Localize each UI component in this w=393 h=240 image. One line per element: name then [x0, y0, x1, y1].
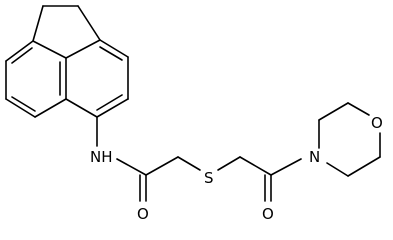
- s-label: S: [204, 169, 214, 187]
- bond-c1-c3: [5, 40, 34, 62]
- bond-c8-c9a: [65, 98, 98, 118]
- bond-c2-c6-inner: [99, 46, 123, 61]
- bond-ch2-carbonyl2: [239, 156, 272, 176]
- bond-c7-c8-inner: [96, 94, 123, 111]
- bond-s-ch2: [217, 156, 241, 171]
- bond-c-n-lower: [326, 162, 349, 177]
- bond-carbonyl2-n: [270, 158, 302, 176]
- chemical-structure-diagram: NH S O O N O: [5, 5, 383, 223]
- bond-carbonyl-ch2: [145, 156, 179, 176]
- nh-label: NH: [90, 148, 113, 166]
- bond-c-right-c: [347, 156, 381, 177]
- bond-nh-carbonyl: [116, 158, 147, 176]
- bond-c-upper-c: [318, 102, 349, 121]
- bond-c4-c5-inner: [11, 96, 36, 112]
- bond-ch2-c1: [32, 5, 44, 42]
- bond-c1-c9b: [32, 40, 67, 59]
- bond-c-o-upper: [347, 102, 370, 116]
- bond-ch2-c2: [77, 5, 101, 41]
- bond-ch2-s: [177, 156, 201, 171]
- morpholine-n-label: N: [309, 148, 320, 166]
- bond-c2-c6: [99, 39, 129, 58]
- atom-labels: NH S O O N O: [90, 114, 383, 223]
- amide-o-label-2: O: [262, 205, 274, 223]
- morpholine-o-label: O: [371, 114, 383, 132]
- bond-c5-c9a: [34, 98, 67, 118]
- bond-c4-c5: [5, 98, 36, 118]
- bonds: [5, 5, 381, 202]
- bond-c7-c8: [96, 98, 129, 118]
- bond-c1-c3-inner: [11, 47, 33, 64]
- amide-o-label-1: O: [137, 205, 149, 223]
- bond-c2-c9b: [65, 39, 101, 59]
